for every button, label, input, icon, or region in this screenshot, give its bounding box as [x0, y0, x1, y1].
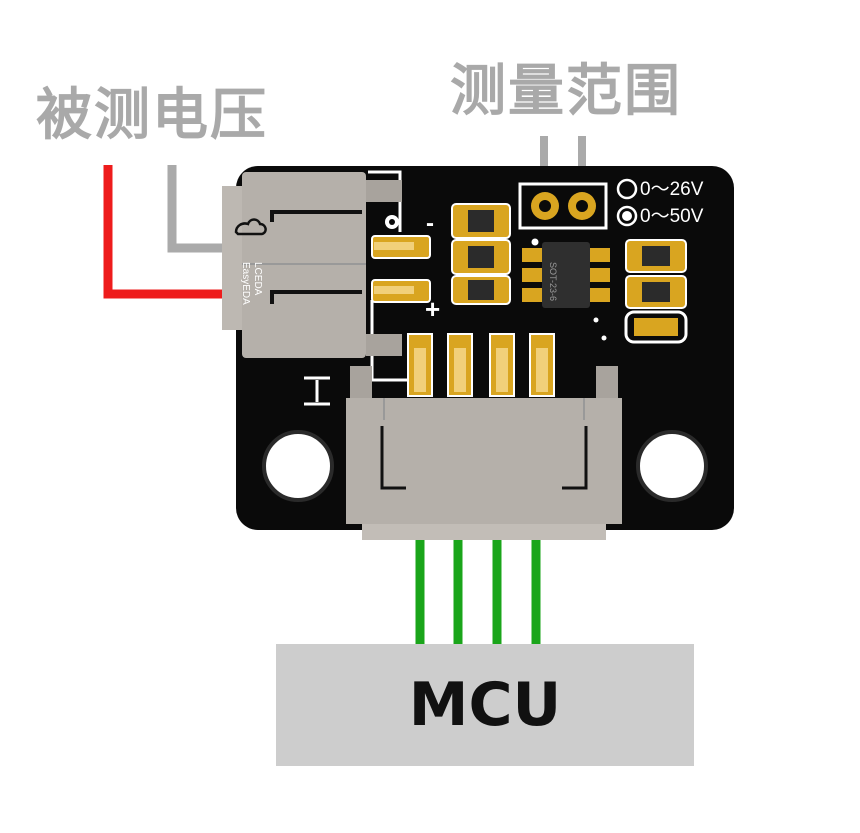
wire-positive: [103, 165, 228, 299]
mounting-hole-left: [262, 430, 334, 502]
chip-marking: SOT-23-6: [548, 262, 558, 302]
measured-voltage-title: 被测电压: [36, 83, 268, 148]
range-50v-label: 0～50V: [640, 206, 704, 227]
range-26v-label: 0～26V: [640, 179, 704, 200]
mcu-label: MCU: [408, 670, 562, 740]
resistor-group-right: [624, 239, 688, 344]
input-connector: [222, 172, 402, 358]
sot-chip: [522, 238, 610, 308]
wire-negative: [167, 165, 228, 253]
silk-easyeda-text: EasyEDA: [240, 262, 251, 305]
range-jumper-header[interactable]: [518, 182, 608, 230]
silk-symbol: [304, 376, 330, 406]
mcu-box: MCU: [276, 644, 694, 766]
polarity-plus: +: [425, 294, 441, 324]
silk-outline: [368, 170, 402, 232]
output-pins: [407, 333, 555, 397]
polarity-minus: -: [426, 210, 434, 237]
range-50v-icon: [616, 205, 638, 227]
mounting-hole-right: [636, 430, 708, 502]
range-26v-icon: [616, 178, 638, 200]
resistor-group-left: [451, 203, 511, 305]
measurement-range-title: 测量范围: [450, 59, 682, 124]
silk-lceda-text: LCEDA: [252, 262, 263, 296]
output-connector: [346, 366, 622, 540]
